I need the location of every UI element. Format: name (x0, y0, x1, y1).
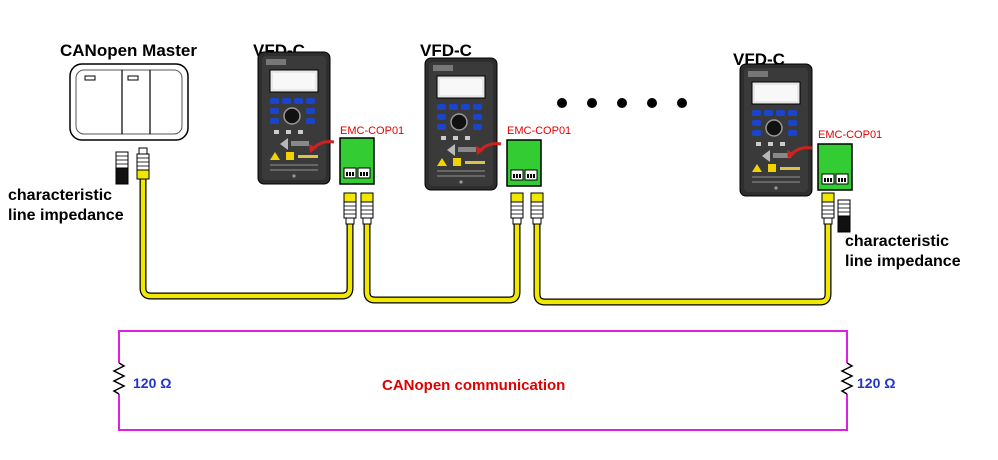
drive-3-plug (821, 192, 835, 225)
master-cable-plug (136, 147, 150, 180)
cable-layer (139, 176, 832, 306)
right-terminator-plug (837, 199, 851, 233)
drive-1-plug-in (343, 192, 357, 225)
right-termination-line1: characteristic (845, 233, 949, 250)
continuation-dots (557, 98, 687, 108)
canopen-master: CANopen Master (60, 41, 197, 141)
canopen-bus (112, 330, 854, 431)
drive-2: VFD-C EMC-COP01 (420, 41, 571, 191)
right-termination-line2: line impedance (845, 253, 961, 270)
bus-label: CANopen communication (382, 377, 565, 394)
drive-1-plug-out (360, 192, 374, 225)
resistor-left (112, 362, 126, 395)
cable-drive1-to-drive2 (363, 218, 521, 304)
drive-1-module-label: EMC-COP01 (340, 125, 404, 137)
drive-3-module (817, 143, 853, 191)
cable-drive2-to-drive3 (533, 218, 832, 306)
drive-2-module (506, 139, 542, 187)
master-title: CANopen Master (60, 41, 197, 60)
cable-master-to-drive1 (139, 176, 354, 300)
drive-2-module-label: EMC-COP01 (507, 125, 571, 137)
left-termination-line2: line impedance (8, 207, 124, 224)
resistor-right (840, 362, 854, 395)
resistor-left-label: 120 Ω (133, 375, 171, 391)
drive-2-plug-in (510, 192, 524, 225)
drive-3: VFD-C EMC-COP01 (733, 50, 882, 197)
resistor-right-label: 120 Ω (857, 375, 895, 391)
drive-2-title: VFD-C (420, 41, 472, 60)
master-terminator-plug (115, 151, 129, 185)
drive-3-module-label: EMC-COP01 (818, 129, 882, 141)
drive-1: VFD-C EMC-COP01 (253, 41, 404, 185)
left-termination-line1: characteristic (8, 187, 112, 204)
drive-1-module (339, 137, 375, 185)
drive-2-plug-out (530, 192, 544, 225)
